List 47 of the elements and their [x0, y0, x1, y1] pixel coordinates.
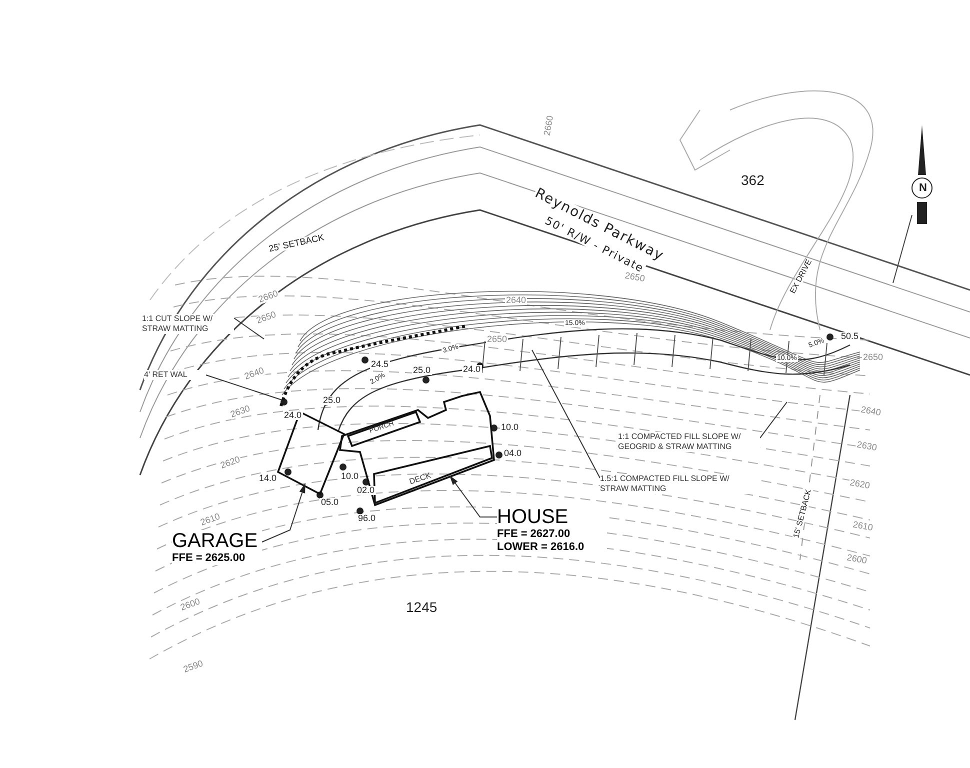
contour-elevation: 2630: [855, 440, 878, 453]
building-name: GARAGE: [172, 530, 262, 552]
lot-number: 362: [740, 173, 766, 187]
spot-elevation: 04.0: [503, 449, 523, 458]
contour-elevation: 2590: [181, 658, 206, 675]
spot-elevation: 24.5: [370, 360, 390, 369]
contour-elevation: 2630: [228, 404, 252, 420]
leader-line: [760, 402, 788, 438]
spot-elevation: 25.0: [322, 396, 342, 405]
callout-text: 4' RET WAL: [144, 370, 206, 380]
contour-elevation: 2610: [198, 512, 222, 528]
spot-elevation: 14.0: [258, 474, 278, 483]
contour-elevation: 2600: [845, 553, 868, 566]
contour-elevation: 2620: [218, 454, 242, 471]
room-label: DECK: [408, 470, 432, 486]
contour-elevation: 2620: [848, 478, 872, 491]
leader-line: [234, 318, 264, 340]
contour-elevation: 2650: [862, 353, 884, 362]
leader-line: [262, 483, 306, 542]
leader-line: [449, 475, 498, 518]
setback-label: 25' SETBACK: [267, 232, 326, 254]
contour-elevation: 2610: [851, 520, 874, 533]
spot-elevation: 24.0: [462, 365, 482, 374]
spot-elevation: 10.0: [340, 472, 360, 481]
contour-elevation: 2660: [256, 288, 280, 305]
spot-elevation: 24.0: [283, 411, 303, 420]
lot-number: 1245: [405, 600, 438, 614]
spot-elevation: 96.0: [357, 514, 377, 523]
spot-elevation: 02.0: [356, 486, 376, 495]
contour-elevation: 2600: [178, 596, 202, 613]
contour-elevation: 2650: [623, 271, 646, 284]
callout-text: 1:1 CUT SLOPE W/ STRAW MATTING: [142, 314, 234, 334]
spot-elevation: 25.0: [412, 366, 432, 375]
leader-line: [206, 374, 282, 400]
contour-elevation: 2640: [859, 405, 882, 418]
contour-elevation: 2640: [505, 296, 528, 305]
callout-text: 1:1 COMPACTED FILL SLOPE W/ GEOGRID & STRAW MATTING: [618, 432, 760, 452]
spot-elevation: 50.5: [840, 332, 860, 341]
contour-elevation: 2650: [254, 310, 278, 326]
contour-elevation: 2650: [486, 335, 508, 344]
spot-elevation: 05.0: [320, 498, 340, 507]
elevation-note: FFE = 2627.00: [497, 528, 607, 541]
spot-elevation: 10.0: [500, 423, 520, 432]
north-label: N: [918, 183, 928, 194]
contour-elevation: 2660: [542, 114, 556, 138]
contour-elevation: 2640: [242, 366, 266, 382]
leader-line: [532, 350, 600, 478]
